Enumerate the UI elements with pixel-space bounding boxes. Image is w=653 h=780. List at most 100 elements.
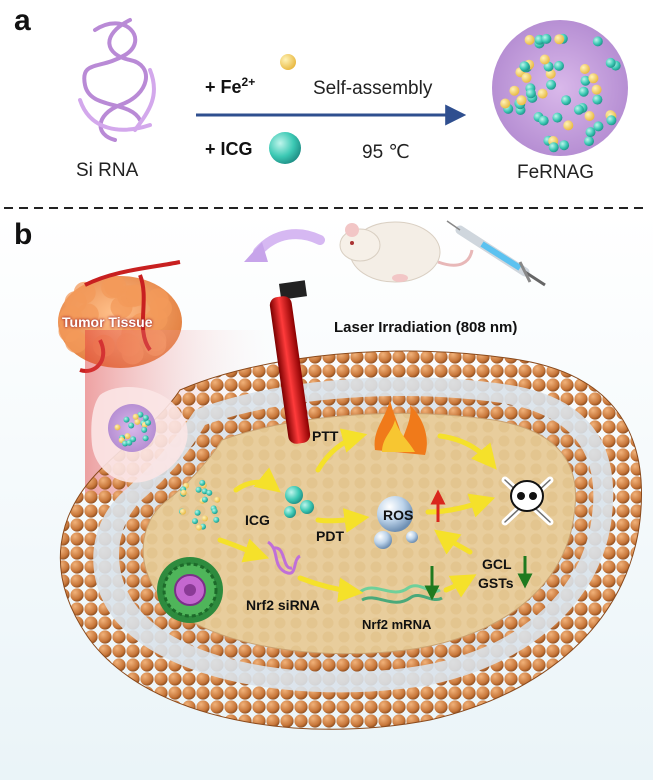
nanoparticle-dot <box>180 489 187 496</box>
nanoparticle-dot <box>213 516 220 523</box>
nanoparticle-dot <box>214 496 221 503</box>
nanoparticle-dot <box>591 84 602 95</box>
nanoparticle-dot <box>142 414 149 421</box>
fe-label: + Fe2+ <box>205 75 256 97</box>
panel-b-letter: b <box>14 218 33 251</box>
mouse-icon <box>339 221 474 283</box>
nanoparticle-dot <box>559 140 570 151</box>
sirna-label: Si RNA <box>76 160 139 181</box>
nanoparticle-entering-icon <box>108 404 156 452</box>
fe-charge: 2+ <box>241 75 256 89</box>
mrna-label: Nrf2 mRNA <box>362 617 432 632</box>
nanoparticle-dot <box>592 36 603 47</box>
nanoparticle-dot <box>509 85 520 96</box>
laser-label: Laser Irradiation (808 nm) <box>334 319 518 336</box>
nanoparticle-dot <box>584 136 594 147</box>
nanoparticle-dot <box>538 115 549 126</box>
nanoparticle-dot <box>130 436 137 443</box>
tumor-cell-bump <box>150 297 172 320</box>
nanoparticle-dot <box>541 33 552 44</box>
tumor-cell-bump <box>64 291 87 313</box>
nanoparticle-dot <box>211 508 218 515</box>
nanoparticle-dot <box>519 61 530 72</box>
sirna-helix-icon <box>78 18 156 142</box>
nanoparticle-dot <box>123 416 130 423</box>
nanoparticle-dot <box>592 94 603 105</box>
nanoparticle-dot <box>588 73 599 84</box>
skull-crossbones-icon <box>501 476 554 526</box>
nanoparticle-dot <box>194 509 201 516</box>
pathway-arrows <box>217 428 497 603</box>
nanoparticle-dot <box>561 95 572 106</box>
nanoparticle-dot <box>128 422 135 429</box>
nanoparticle-dot <box>579 64 590 74</box>
tumor-cell-bump <box>104 275 127 298</box>
nanoparticle-dot <box>605 57 616 68</box>
laser-device-icon <box>269 280 311 444</box>
ptt-label: PTT <box>312 428 339 444</box>
ros-bubbles-icon <box>374 496 418 549</box>
nanoparticle-dot <box>196 524 202 531</box>
nanoparticle-dot <box>585 127 596 138</box>
nanoparticle-dot <box>593 121 604 132</box>
nanoparticle-dot <box>554 34 565 45</box>
nanoparticle-dot <box>142 435 149 442</box>
fire-icon <box>374 400 427 455</box>
nanoparticle-dot <box>552 112 563 123</box>
gsts-label: GSTs <box>478 575 514 591</box>
nanoparticle-dot <box>199 479 206 486</box>
nanoparticle-dot <box>201 488 208 495</box>
nanoparticle-dot <box>580 75 591 86</box>
nanoparticle-dot <box>554 60 564 71</box>
nanoparticle-dot <box>195 486 202 493</box>
nanoparticle-dot <box>500 98 511 109</box>
nanoparticle-dot <box>539 54 550 65</box>
nanoparticle-dot <box>516 95 527 106</box>
nanoparticle-dot <box>206 489 213 496</box>
nanoparticle-dot <box>192 518 198 525</box>
fe-ion-icon <box>280 54 296 70</box>
nanoparticle-dot <box>525 88 536 99</box>
nanoparticle-dot <box>524 34 535 45</box>
tumor-cell-bump <box>58 320 81 343</box>
panel-a-letter: a <box>14 4 31 37</box>
nanoparticle-dot <box>546 79 557 90</box>
nanoparticle-dot <box>521 72 532 83</box>
nanoparticle-dot <box>114 424 121 431</box>
nanoparticle-dot <box>563 120 574 131</box>
gcl-label: GCL <box>482 556 512 572</box>
self-assembly-label: Self-assembly <box>313 78 433 99</box>
nanoparticle-dot <box>584 111 595 121</box>
tumor-tissue-label: Tumor Tissue <box>62 314 153 330</box>
icg-reagent-label: + ICG <box>205 139 253 159</box>
nanoparticle-dot <box>573 104 584 115</box>
icg-molecule-icon <box>269 132 301 164</box>
injection-curve-arrowhead <box>244 242 268 262</box>
syringe-icon <box>446 220 546 287</box>
nanoparticle-dot <box>578 86 589 97</box>
nucleus-icon <box>157 557 223 623</box>
icg-label: ICG <box>245 512 270 528</box>
nanoparticle-dot <box>201 515 208 522</box>
nanoparticle-dot <box>537 88 548 99</box>
nanoparticle-dot <box>145 419 152 426</box>
fernag-label: FeRNAG <box>517 162 595 183</box>
nanoparticle-dot <box>132 413 139 420</box>
nanoparticle-dot <box>606 115 617 126</box>
released-components-icon <box>179 479 221 531</box>
sirna-cell-label: Nrf2 siRNA <box>246 597 320 613</box>
nanoparticle-dot <box>124 433 131 440</box>
nanoparticle-dot <box>548 142 559 153</box>
temperature-label: 95 ℃ <box>362 142 410 163</box>
pdt-label: PDT <box>316 528 344 544</box>
icg-particles-icon <box>284 486 314 518</box>
nanoparticle-dot <box>126 439 133 446</box>
sirna-strand-icon <box>267 540 301 575</box>
nanoparticle-dot <box>141 426 148 433</box>
nanoparticle-dot <box>201 496 208 503</box>
nanoparticle-dot <box>137 411 144 418</box>
ros-label: ROS <box>383 507 414 523</box>
fernag-nanoparticle-icon <box>492 20 628 156</box>
nanoparticle-dot <box>179 508 186 515</box>
